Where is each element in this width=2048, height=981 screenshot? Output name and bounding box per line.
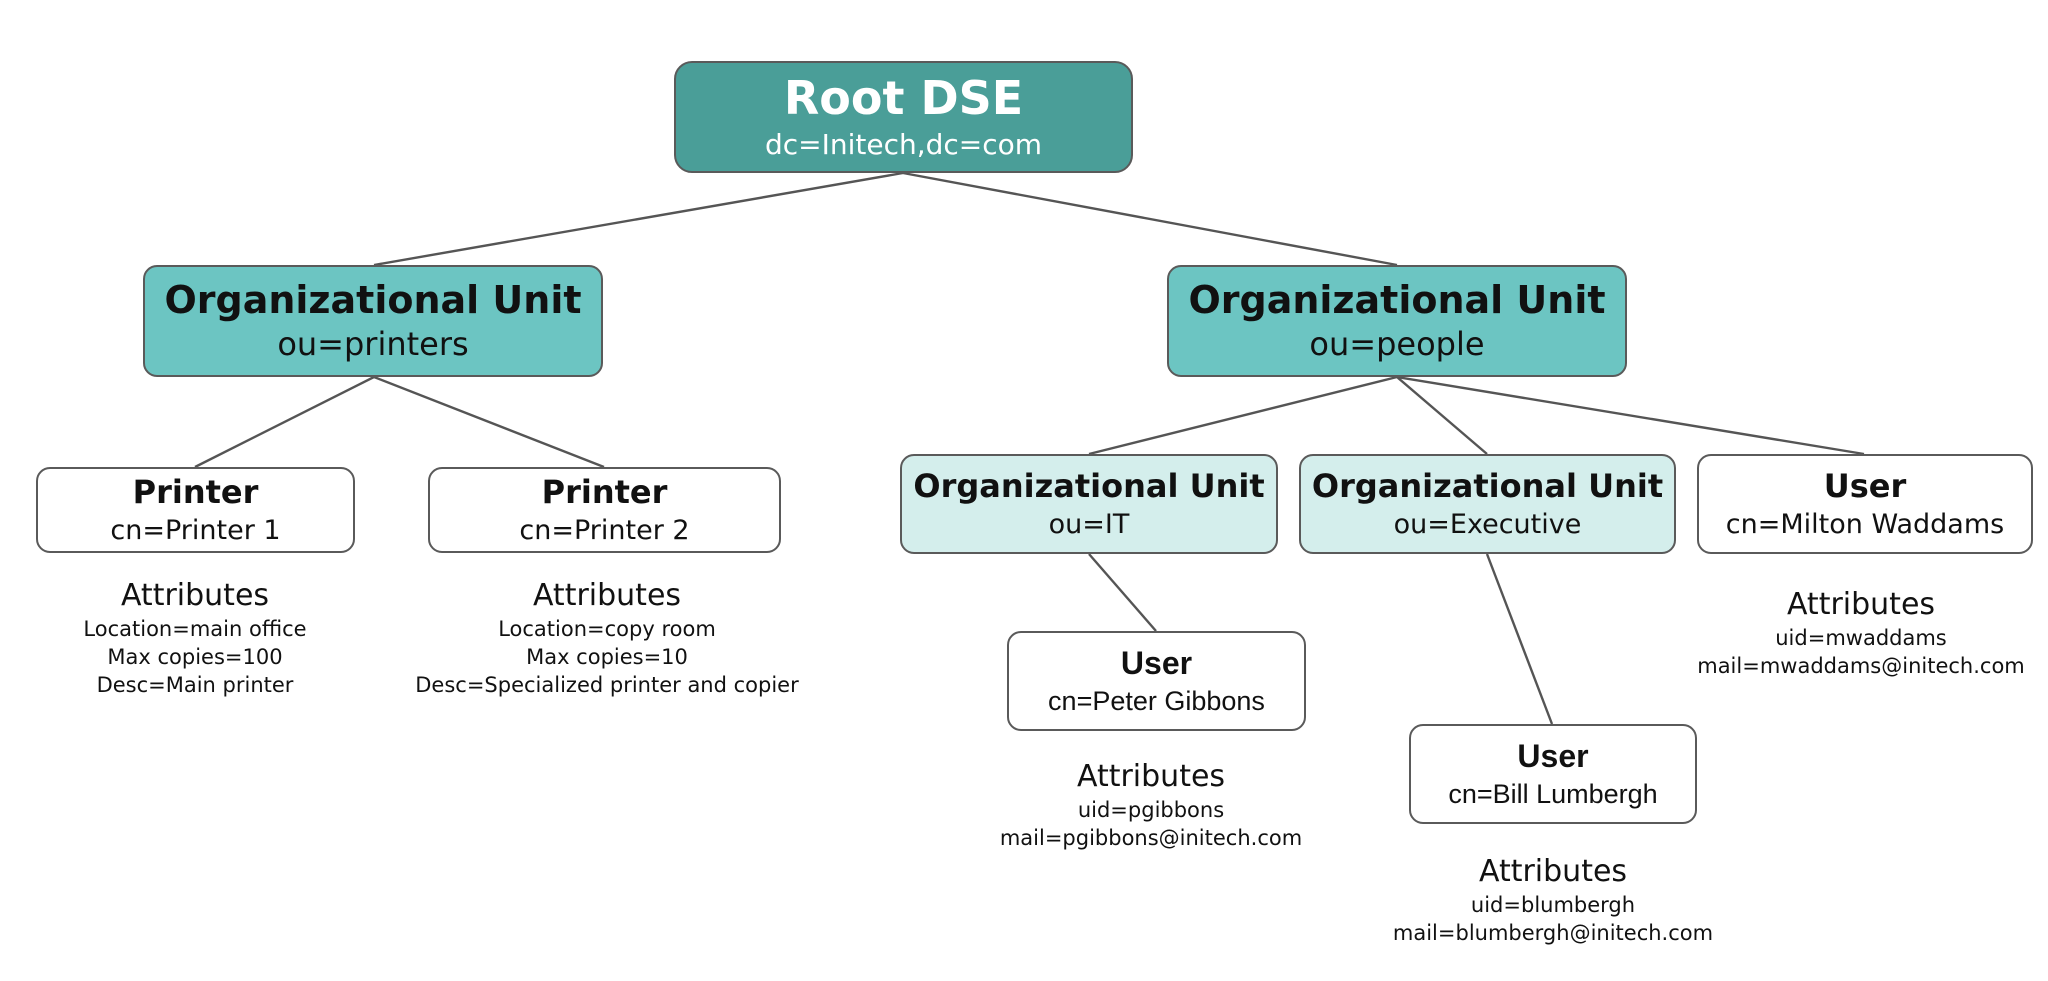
user-peter-attributes: Attributes uid=pgibbons mail=pgibbons@in… bbox=[1000, 759, 1302, 853]
attribute-line: Max copies=100 bbox=[107, 644, 283, 669]
ou-it-node: Organizational Unit ou=IT bbox=[900, 454, 1278, 554]
node-dn: ou=IT bbox=[1048, 508, 1130, 540]
node-title: Root DSE bbox=[783, 71, 1024, 126]
node-dn: cn=Milton Waddams bbox=[1725, 508, 2005, 540]
edge-ou-printers-to-printer1 bbox=[194, 375, 375, 469]
user-milton-attributes: Attributes uid=mwaddams mail=mwaddams@in… bbox=[1697, 587, 2025, 681]
attributes-heading: Attributes bbox=[1786, 587, 1936, 622]
attributes-heading: Attributes bbox=[1076, 759, 1226, 794]
node-dn: ou=printers bbox=[277, 325, 469, 364]
edge-ou-it-to-user-peter bbox=[1088, 553, 1157, 632]
attribute-line: uid=mwaddams bbox=[1775, 626, 1947, 650]
user-milton-node: User cn=Milton Waddams bbox=[1697, 454, 2033, 554]
attribute-line: Desc=Main printer bbox=[96, 672, 294, 697]
attribute-line: uid=blumbergh bbox=[1470, 893, 1636, 917]
node-dn: cn=Bill Lumbergh bbox=[1448, 778, 1658, 809]
node-dn: ou=Executive bbox=[1393, 508, 1582, 540]
attributes-heading: Attributes bbox=[532, 578, 682, 613]
ou-executive-node: Organizational Unit ou=Executive bbox=[1299, 454, 1676, 554]
attributes-heading: Attributes bbox=[1478, 854, 1628, 889]
node-title: Organizational Unit bbox=[913, 467, 1265, 506]
attributes-heading: Attributes bbox=[120, 578, 270, 613]
attribute-line: mail=blumbergh@initech.com bbox=[1392, 920, 1714, 945]
ou-printers-node: Organizational Unit ou=printers bbox=[143, 265, 603, 377]
user-peter-node: User cn=Peter Gibbons bbox=[1007, 631, 1306, 731]
printer-1-node: Printer cn=Printer 1 bbox=[36, 467, 355, 553]
node-dn: dc=Initech,dc=com bbox=[764, 128, 1043, 162]
node-title: User bbox=[1517, 738, 1589, 775]
edge-ou-people-to-ou-it bbox=[1088, 375, 1398, 456]
edge-ou-people-to-ou-exec bbox=[1396, 376, 1488, 455]
node-title: User bbox=[1823, 467, 1907, 506]
node-title: User bbox=[1120, 645, 1193, 682]
node-title: Printer bbox=[132, 473, 259, 512]
edge-ou-people-to-user-milton bbox=[1396, 375, 1865, 456]
attribute-line: Location=copy room bbox=[498, 617, 716, 641]
printer-1-attributes: Attributes Location=main office Max copi… bbox=[83, 578, 306, 700]
edge-ou-printers-to-printer2 bbox=[373, 375, 605, 469]
user-bill-node: User cn=Bill Lumbergh bbox=[1409, 724, 1697, 824]
root-dse-node: Root DSE dc=Initech,dc=com bbox=[674, 61, 1133, 173]
edge-root-to-ou-printers bbox=[373, 171, 904, 267]
ou-people-node: Organizational Unit ou=people bbox=[1167, 265, 1627, 377]
attribute-line: Desc=Specialized printer and copier bbox=[415, 672, 799, 697]
edge-root-to-ou-people bbox=[902, 171, 1398, 267]
attribute-line: uid=pgibbons bbox=[1077, 798, 1225, 822]
printer-2-attributes: Attributes Location=copy room Max copies… bbox=[415, 578, 799, 700]
attribute-line: Max copies=10 bbox=[526, 644, 688, 669]
node-dn: cn=Printer 1 bbox=[110, 514, 281, 546]
user-bill-attributes: Attributes uid=blumbergh mail=blumbergh@… bbox=[1393, 854, 1713, 948]
node-title: Organizational Unit bbox=[1188, 277, 1606, 322]
printer-2-node: Printer cn=Printer 2 bbox=[428, 467, 781, 553]
node-dn: cn=Printer 2 bbox=[519, 514, 690, 546]
attribute-line: Location=main office bbox=[83, 617, 307, 641]
node-title: Printer bbox=[541, 473, 668, 512]
node-title: Organizational Unit bbox=[164, 277, 582, 322]
attribute-line: mail=pgibbons@initech.com bbox=[999, 825, 1303, 850]
node-dn: cn=Peter Gibbons bbox=[1048, 685, 1265, 716]
edge-ou-exec-to-user-bill bbox=[1485, 553, 1554, 725]
node-dn: ou=people bbox=[1309, 325, 1485, 364]
attribute-line: mail=mwaddams@initech.com bbox=[1697, 653, 2025, 678]
node-title: Organizational Unit bbox=[1311, 467, 1664, 506]
